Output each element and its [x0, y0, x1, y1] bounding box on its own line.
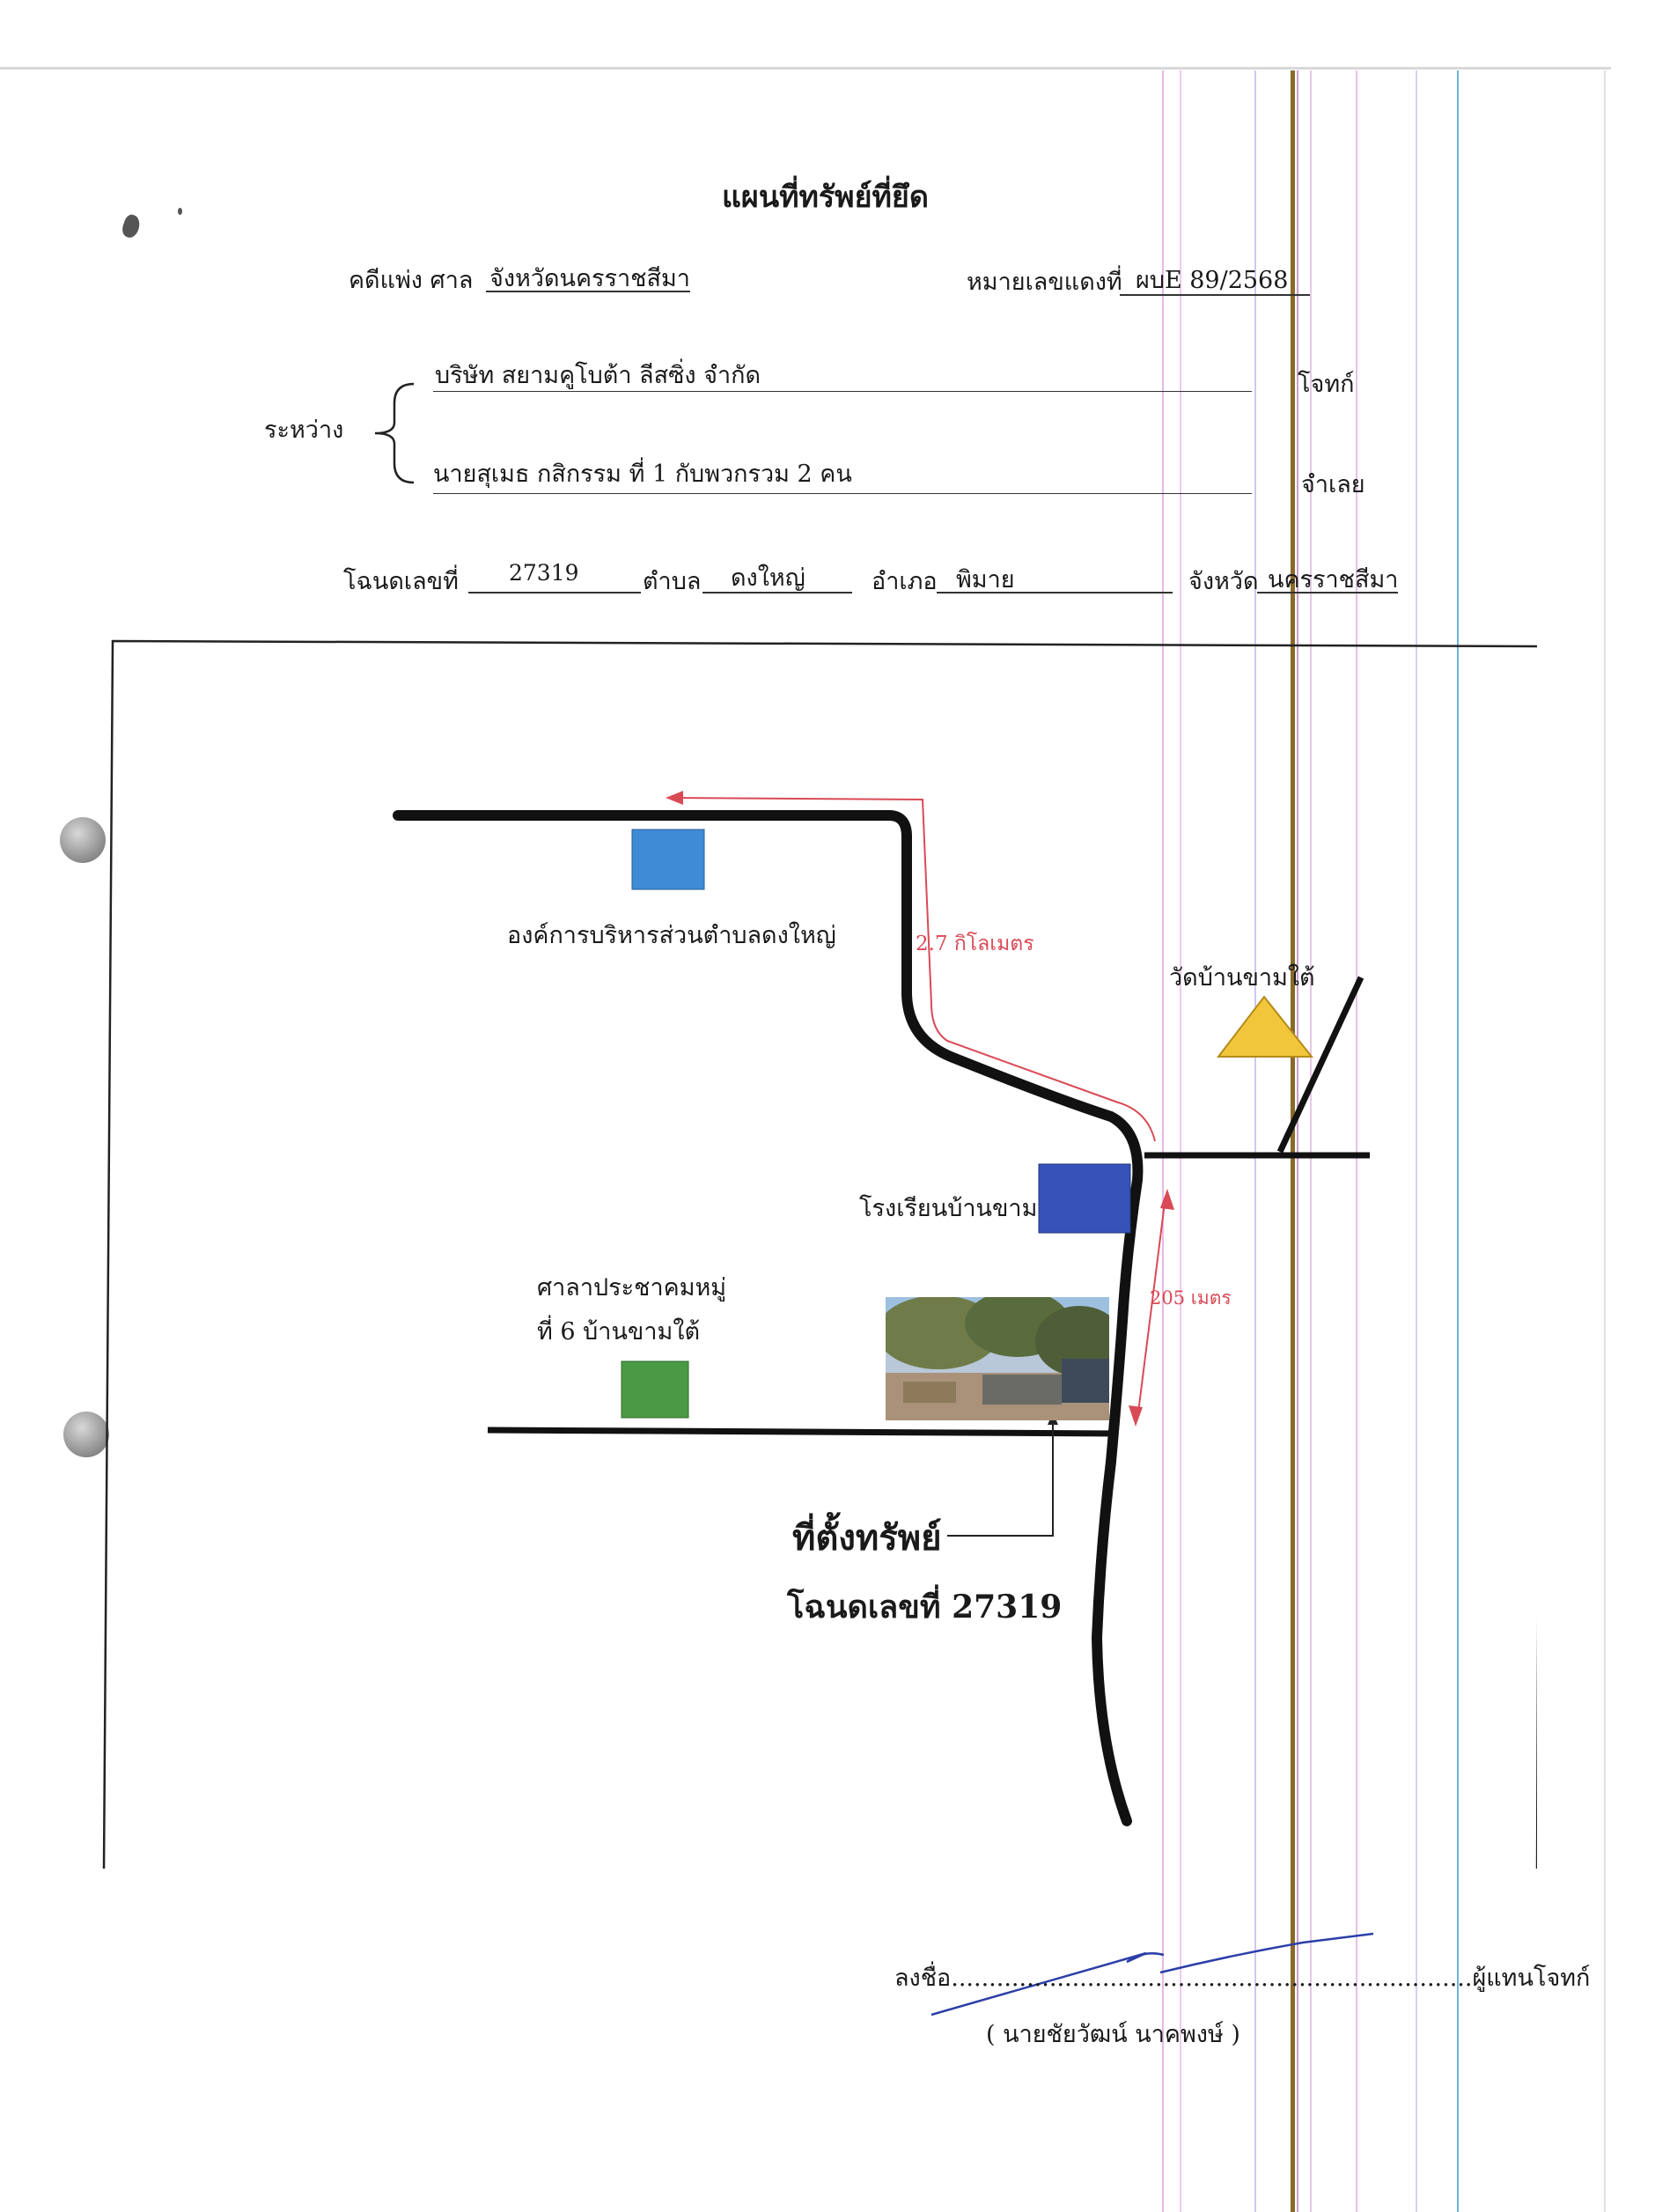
red-number-value: ผบE 89/2568: [1136, 267, 1289, 294]
signature-line: ลงชื่อ..................................…: [894, 1965, 1591, 1992]
sao-box: [631, 829, 705, 890]
plaintiff-underline: [433, 391, 1252, 392]
hall-label-line2: ที่ 6 บ้านขามใต้: [537, 1318, 701, 1346]
hall-label-line1: ศาลาประชาคมหมู่: [537, 1274, 727, 1301]
ink-speck: [178, 208, 182, 215]
route-arrow-icon: [670, 797, 1156, 1142]
property-label-line1: ที่ตั้งทรัพย์: [792, 1517, 942, 1559]
court-value: จังหวัดนครราชสีมา: [489, 265, 690, 292]
defendant-role: จำเลย: [1301, 471, 1365, 498]
scan-streak: [1416, 70, 1417, 2212]
signature-stroke: [930, 1951, 1165, 2017]
map-frame: [102, 639, 1537, 1869]
scan-streak: [1297, 70, 1298, 2212]
district-underline: [937, 592, 1173, 594]
defendant-name: นายสุเมธ กสิกรรม ที่ 1 กับพวกรวม 2 คน: [433, 461, 852, 488]
property-label-line2: โฉนดเลขที่ 27319: [787, 1589, 1063, 1626]
scan-streak: [1254, 70, 1256, 2212]
red-number-underline: [1120, 294, 1310, 296]
province-underline: [1257, 592, 1398, 594]
court-underline: [486, 291, 690, 292]
subdistrict-underline: [702, 592, 852, 594]
route-short-line: [1136, 1195, 1166, 1420]
deed-label: โฉนดเลขที่: [343, 568, 459, 595]
plaintiff-role: โจทก์: [1298, 371, 1355, 398]
scan-top-edge: [0, 67, 1611, 70]
page-title: แผนที่ทรัพย์ที่ยึด: [722, 180, 929, 215]
district-label: อำเภอ: [872, 568, 938, 595]
road-bottom: [487, 1427, 1119, 1437]
route-short-head-top: [1160, 1189, 1174, 1210]
signature-stroke: [1159, 1932, 1374, 1974]
property-pointer-line: [947, 1419, 1054, 1537]
scan-streak: [1162, 70, 1164, 2212]
scan-streak: [1291, 70, 1295, 2212]
scan-streak: [1310, 70, 1312, 2212]
scan-streak: [1604, 70, 1606, 2212]
province-value: นครราชสีมา: [1268, 566, 1399, 594]
hall-box: [621, 1360, 689, 1419]
between-label: ระหว่าง: [264, 417, 344, 444]
scan-streak: [1180, 70, 1181, 2212]
deed-underline: [468, 592, 641, 594]
deed-value: 27319: [509, 560, 579, 586]
punch-hole: [63, 1412, 109, 1457]
distance-long-label: 2.7 กิโลเมตร: [916, 933, 1034, 955]
subdistrict-value: ดงใหญ่: [731, 564, 805, 592]
subdistrict-label: ตำบล: [643, 568, 702, 595]
school-box: [1038, 1163, 1131, 1234]
road-temple: [1276, 976, 1364, 1154]
temple-triangle-icon: [1216, 995, 1314, 1058]
defendant-underline: [433, 493, 1252, 494]
punch-hole: [60, 817, 106, 863]
distance-short-label: 205 เมตร: [1150, 1287, 1232, 1309]
property-photo: [886, 1297, 1109, 1420]
plaintiff-name: บริษัท สยามคูโบต้า ลีสซิ่ง จำกัด: [435, 362, 761, 389]
court-label: คดีแพ่ง ศาล: [349, 267, 474, 294]
scan-streak: [1356, 70, 1357, 2212]
province-label: จังหวัด: [1188, 568, 1259, 595]
brace-icon: [374, 382, 415, 484]
route-short-head-bottom: [1129, 1405, 1143, 1427]
signer-name: ( นายชัยวัฒน์ นาคพงษ์ ): [986, 2021, 1240, 2048]
scan-streak: [1457, 70, 1459, 2212]
red-number-label: หมายเลขแดงที่: [967, 269, 1122, 296]
road-top: [393, 810, 1144, 1826]
school-label: โรงเรียนบ้านขาม: [859, 1195, 1038, 1222]
temple-label: วัดบ้านขามใต้: [1169, 964, 1315, 992]
sao-label: องค์การบริหารส่วนตำบลดงใหญ่: [507, 922, 836, 949]
district-value: พิมาย: [956, 566, 1015, 594]
route-arrow-head: [666, 791, 683, 805]
